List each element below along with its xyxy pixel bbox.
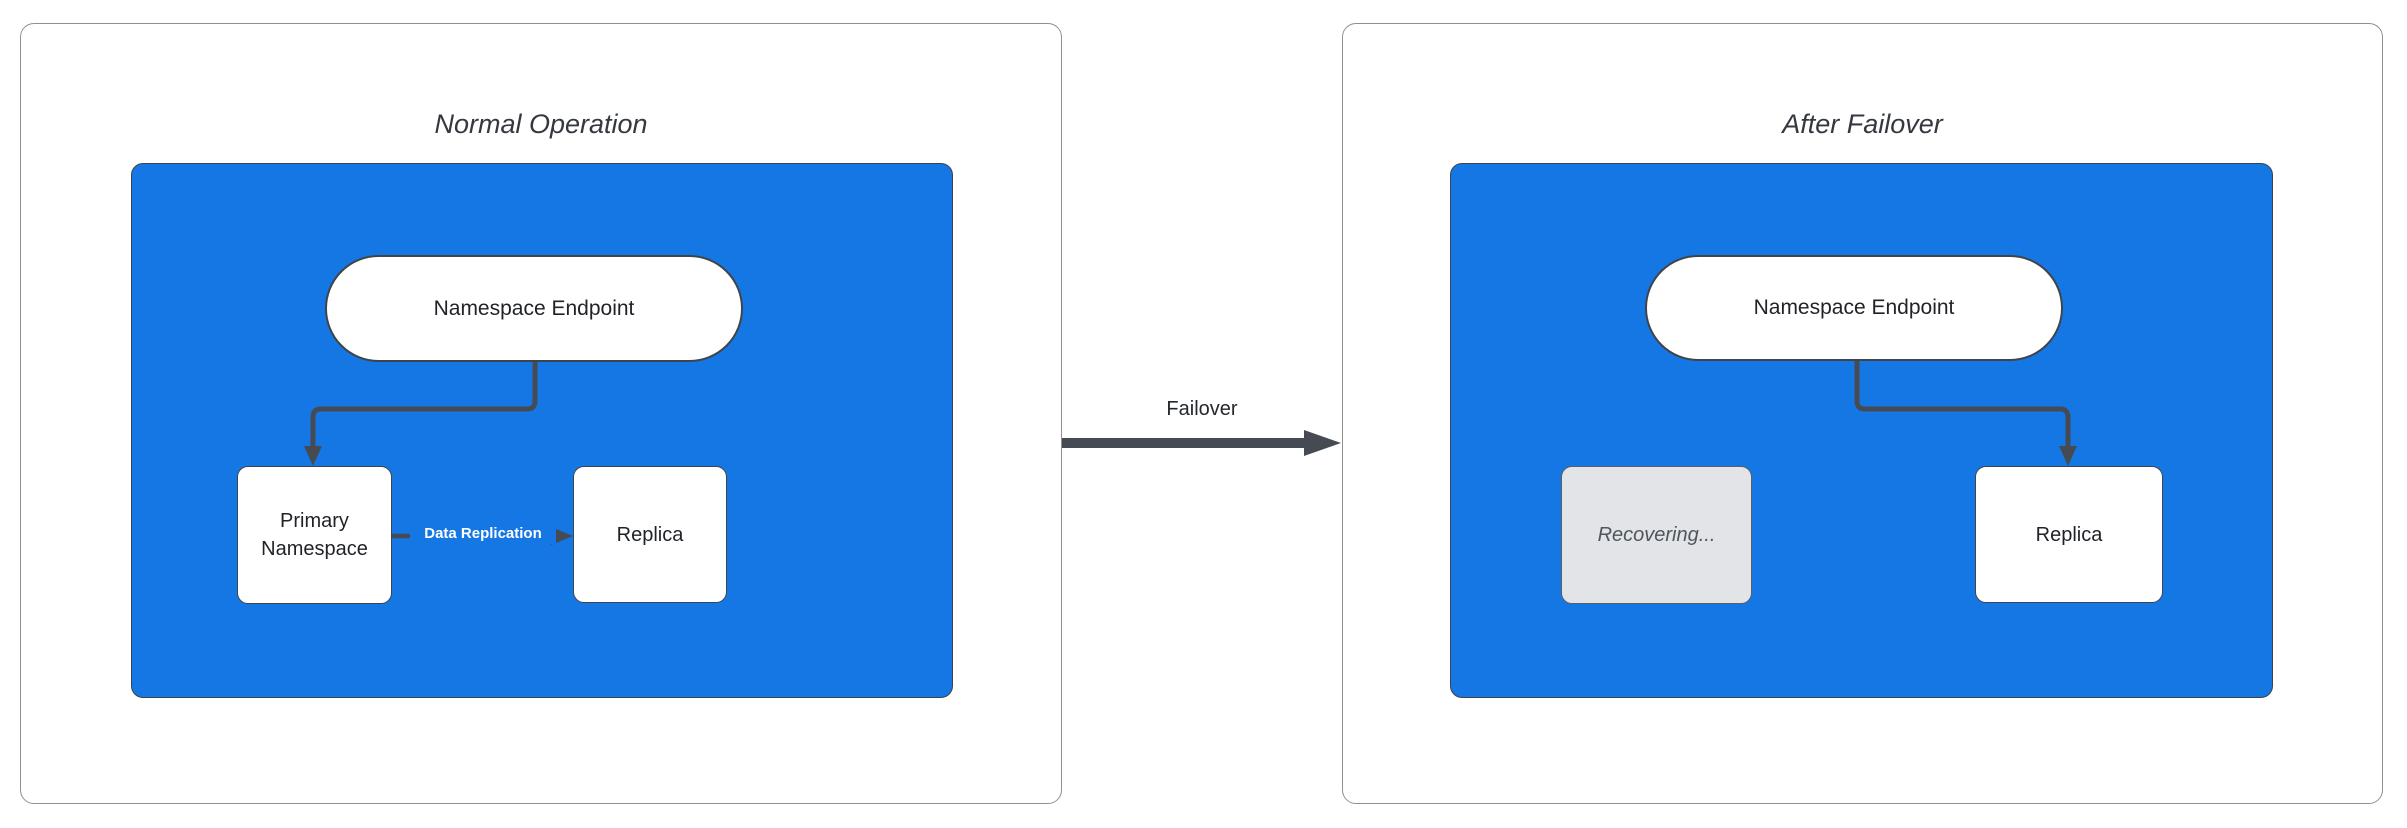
replica-node-normal: Replica bbox=[573, 466, 727, 603]
namespace-container-normal bbox=[131, 163, 953, 698]
namespace-endpoint-node-normal: Namespace Endpoint bbox=[325, 255, 743, 362]
failover-arrow-label: Failover bbox=[1166, 398, 1238, 420]
namespace-endpoint-node-failover: Namespace Endpoint bbox=[1645, 255, 2063, 361]
primary-namespace-node: Primary Namespace bbox=[237, 466, 392, 604]
data-replication-edge-label: Data Replication bbox=[410, 523, 556, 544]
namespace-container-failover bbox=[1450, 163, 2273, 698]
recovering-node: Recovering... bbox=[1561, 466, 1752, 604]
failover-arrowhead-icon bbox=[1304, 430, 1341, 456]
replica-node-failover: Replica bbox=[1975, 466, 2163, 603]
panel-title-after-failover: After Failover bbox=[1782, 109, 1943, 139]
panel-title-normal-operation: Normal Operation bbox=[434, 109, 648, 139]
